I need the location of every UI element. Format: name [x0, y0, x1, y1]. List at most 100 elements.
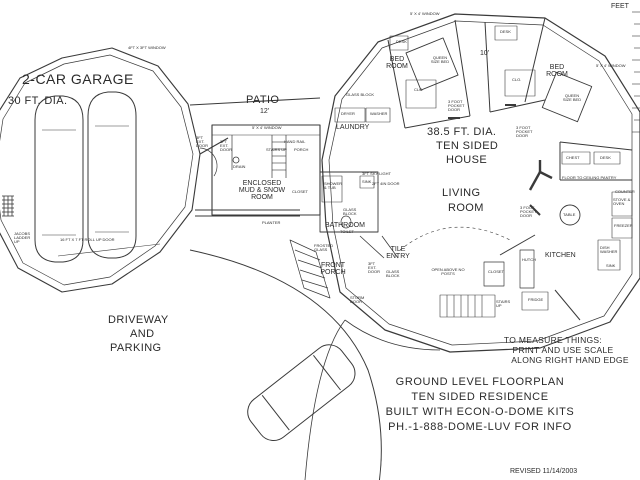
- dryer-label: DRYER: [341, 111, 355, 116]
- kitchen-desk-label: DESK: [600, 155, 611, 160]
- washer-label: WASHER: [370, 111, 388, 116]
- fridge-label: FRIDGE: [528, 297, 544, 302]
- laundry-label: LAUNDRY: [336, 124, 370, 131]
- entry-stairs-up-label: STAIRS UP: [496, 299, 511, 308]
- bed-left-bed: QUEEN SIZE BED: [430, 55, 450, 64]
- porch-stairs: [289, 239, 331, 299]
- bathroom-label: BATHROOM: [325, 222, 365, 229]
- dishwasher-label: DISH WASHER: [600, 245, 618, 254]
- pocket-door-1: 3 FOOT POCKET DOOR: [448, 99, 465, 112]
- hand-rail-label: HAND RAIL: [284, 139, 306, 144]
- mud-room-outline: [211, 124, 321, 216]
- info-line-4: PH.-1-888-DOME-LUV FOR INFO: [388, 421, 572, 433]
- garage-car-right: [87, 91, 137, 259]
- info-line-3: BUILT WITH ECON-O-DOME KITS: [385, 406, 575, 418]
- storm-door-label: STORM DOOR: [350, 295, 365, 304]
- house-label: HOUSE: [446, 154, 488, 166]
- hutch-label: HUTCH: [522, 257, 536, 262]
- driveway-label-2: AND: [130, 328, 155, 340]
- mud-room-label: ENCLOSED MUD & SNOW ROOM: [238, 180, 286, 201]
- shower-label: SHOWER & TUB: [324, 181, 342, 190]
- drain-circle: [232, 156, 240, 164]
- garage-window-label: 4FT X 3FT WINDOW: [128, 45, 166, 50]
- bed-right-bed: QUEEN SIZE BED: [562, 93, 582, 102]
- measure-note-3: ALONG RIGHT HAND EDGE: [511, 355, 629, 365]
- table-label: TABLE: [563, 212, 576, 217]
- laundry-glass-block: GLASS BLOCK: [346, 92, 375, 97]
- bed-left-label: BED ROOM: [386, 56, 408, 70]
- garage-title: 2-CAR GARAGE: [22, 71, 134, 87]
- counter-label: COUNTER: [615, 189, 635, 194]
- house-diameter: 38.5 FT. DIA.: [427, 126, 497, 138]
- mud-door-label: 3FT EXT. DOOR: [220, 139, 232, 152]
- house-sides: TEN SIDED: [436, 140, 499, 152]
- bed-left-closet: CLO.: [414, 87, 424, 92]
- mud-room-window-label: 5' X 4' WINDOW: [252, 125, 282, 130]
- center-wall-y: [528, 160, 553, 191]
- info-line-2: TEN SIDED RESIDENCE: [411, 391, 549, 403]
- pantry-label: FLOOR TO CEILING PANTRY: [562, 175, 617, 180]
- living-room-label-2: ROOM: [448, 202, 484, 214]
- frosted-glass-label: FROSTED GLASS: [314, 243, 334, 252]
- entry-closet-label: CLOSET: [488, 269, 505, 274]
- bath-sink-label: SINK: [362, 179, 372, 184]
- kitchen-table: [559, 204, 581, 226]
- open-above-arc: [399, 226, 511, 251]
- garage-car-left: [34, 95, 84, 263]
- skylight-label: 3FT SKY LIGHT: [362, 171, 391, 176]
- garage-diameter: 30 FT. DIA.: [8, 95, 68, 107]
- kitchen-label: KITCHEN: [545, 252, 576, 259]
- pocket-door-2: 3 FOOT POCKET DOOR: [516, 125, 533, 138]
- revised-date: REVISED 11/14/2003: [510, 468, 578, 475]
- measure-note-2: PRINT AND USE SCALE: [512, 345, 614, 355]
- mud-porch-label: PORCH: [294, 147, 309, 152]
- garage-outline: [0, 47, 201, 293]
- living-room-label-1: LIVING: [442, 187, 481, 199]
- driveway-edge: [189, 249, 382, 480]
- mud-closet-label: CLOSET: [292, 189, 309, 194]
- driveway-label-1: DRIVEWAY: [108, 314, 169, 326]
- corner-feet-label: FEET: [611, 3, 629, 10]
- front-porch-label: FRONT PORCH: [320, 262, 346, 276]
- jacobs-ladder-label: JACOBS LADDER UP: [14, 231, 31, 244]
- bedroom-dim-label: 10': [480, 50, 490, 57]
- bed-right-closet: CLO.: [512, 77, 522, 82]
- bed-left-desk: DESK: [396, 39, 407, 44]
- garage-exit-door-label: 3FT EXT. DOOR: [196, 135, 208, 148]
- kitchen-sink-label: SINK: [606, 263, 616, 268]
- tile-entry-label: TILE ENTRY: [386, 246, 410, 260]
- jacobs-ladder: [2, 195, 14, 217]
- pocket-door-3: 3 FOOT POCKET DOOR: [520, 205, 537, 218]
- planter-label: PLANTER: [262, 220, 281, 225]
- toilet-label: TOILET: [340, 229, 354, 234]
- scale-ticks: [632, 11, 640, 133]
- open-above-label: OPEN ABOVE NO POSTS: [431, 267, 465, 276]
- driveway-car: [247, 344, 356, 442]
- bed-right-label: BED ROOM: [546, 64, 568, 78]
- bed-right-desk: DESK: [500, 29, 511, 34]
- stove-label: STOVE & OVEN: [613, 197, 631, 206]
- driveway-label-3: PARKING: [110, 342, 162, 354]
- bed-right: [541, 71, 593, 123]
- house-outline: [321, 13, 640, 353]
- bed-left-window: 5' X 4' WINDOW: [410, 11, 440, 16]
- bed-right-window: 5' X 4' WINDOW: [596, 63, 626, 68]
- entry-ext-door-label: 3FT EXT. DOOR: [368, 261, 380, 274]
- bathroom-outline: [319, 171, 379, 233]
- measure-note-1: TO MEASURE THINGS:: [503, 335, 603, 345]
- bath-glass-block: GLASS BLOCK: [343, 207, 357, 216]
- drain-label: DRAIN: [233, 164, 246, 169]
- entry-glass-block: GLASS BLOCK: [386, 269, 400, 278]
- garage-door-label: 16 FT X 7 FT ROLL UP DOOR: [60, 237, 115, 242]
- patio-label: PATIO: [246, 94, 280, 106]
- entry-stairs: [439, 294, 496, 318]
- freezer-label: FREEZER: [614, 223, 633, 228]
- patio-dim: 12': [260, 108, 270, 115]
- bed-left: [405, 37, 459, 91]
- garage-inner-wall: [0, 54, 194, 286]
- info-line-1: GROUND LEVEL FLOORPLAN: [395, 376, 565, 388]
- chest-label: CHEST: [566, 155, 580, 160]
- bath-door-label: 2FT 4IN DOOR: [372, 181, 400, 186]
- stairs-up-label: STAIRS UP: [266, 147, 287, 152]
